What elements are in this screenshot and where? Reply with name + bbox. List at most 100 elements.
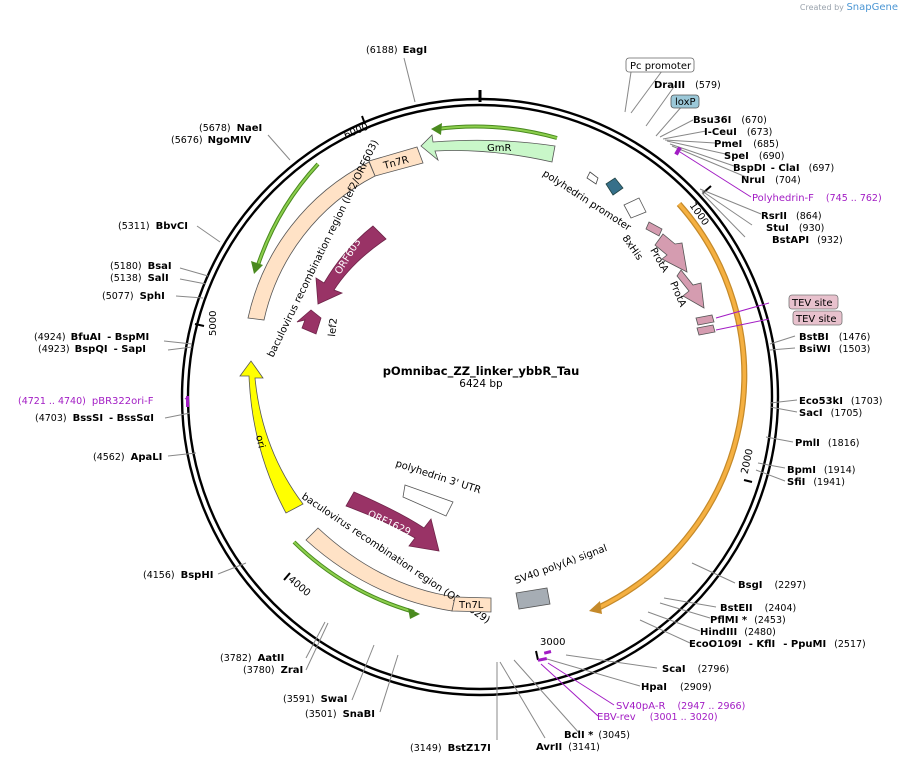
site-bsiwi: BsiWI: [799, 344, 831, 355]
gmr-label: GmR: [487, 143, 511, 154]
site-bstapi: BstAPI: [772, 235, 809, 246]
svg-text:PmeI(685): PmeI(685): [714, 139, 779, 150]
svg-text:BstEII(2404): BstEII (2404): [720, 603, 796, 614]
svg-text:RsrII(864): RsrII(864): [761, 211, 822, 222]
svg-text:(5676)NgoMIV: (5676)NgoMIV: [171, 135, 252, 146]
lef2-feature: [296, 309, 322, 335]
site-sphi: SphI: [140, 291, 165, 302]
gmr-feature: [420, 134, 556, 163]
green-arc-top-arrowhead: [431, 123, 442, 135]
ori-label: ori: [253, 434, 267, 449]
site-pmei-pos: (685): [753, 139, 779, 150]
site-sfii-pos: (1941): [813, 477, 845, 488]
site-hindiii: HindIII: [700, 627, 737, 638]
site-bsu36i: Bsu36I: [693, 115, 731, 126]
svg-text:Eco53kI(1703): Eco53kI (1703): [799, 396, 883, 407]
primer-polyhedrin-range: (745 .. 762): [826, 193, 882, 204]
svg-text:(3591)SwaI: (3591)SwaI: [283, 694, 348, 705]
site-sphi-pos: (5077): [102, 291, 134, 302]
site-hpai-pos: (2909): [680, 682, 712, 693]
svg-text:Bsu36I(670): Bsu36I (670): [693, 115, 767, 126]
tick-2000: 2000: [740, 448, 756, 475]
svg-text:HindIII(2480): HindIII(2480): [700, 627, 776, 638]
site-nrui: NruI: [741, 175, 765, 186]
site-bspmi: - BspMI: [107, 332, 149, 343]
green-arc-bottom-fill: [293, 541, 415, 613]
site-bsssi: BssSI: [73, 413, 103, 424]
site-rsrii: RsrII: [761, 211, 787, 222]
svg-text:BstAPI(932): BstAPI(932): [772, 235, 843, 246]
tev-site-feature-2: [696, 324, 716, 336]
site-ppumi-pos: (2517): [834, 639, 866, 650]
site-sali-pos: (5138): [110, 273, 142, 284]
recomb-left-feature: [247, 161, 376, 321]
site-pflmi-pos: (2453): [754, 615, 786, 626]
primer-sv40pa: SV40pA-R: [616, 701, 665, 712]
site-snabi-pos: (3501): [305, 709, 337, 720]
svg-text:StuI(930): StuI (930): [766, 223, 824, 234]
svg-text:(3780)ZraI: (3780) ZraI: [243, 665, 303, 676]
ebv-primer-mark: [543, 650, 552, 655]
svg-text:(4156)BspHI: (4156)BspHI: [143, 570, 213, 581]
primer-sv40pa-range: (2947 .. 2966): [677, 701, 745, 712]
svg-text:(6188)EagI: (6188)EagI: [366, 45, 427, 56]
polyhedrin-promoter-small-1: [586, 171, 599, 185]
svg-text:(3782)AatII: (3782)AatII: [220, 653, 284, 664]
site-bsteii: BstEII: [720, 603, 753, 614]
sv40pa-primer-mark: [537, 657, 548, 662]
site-bspdi-pos: (697): [809, 163, 835, 174]
site-stui-pos: (930): [799, 223, 825, 234]
site-ppumi: - PpuMI: [783, 639, 826, 650]
site-bcli: BclI *: [564, 730, 594, 741]
site-bsphi-pos: (4156): [143, 570, 175, 581]
snapgene-logo: SnapGene: [846, 2, 898, 13]
site-bfuai: BfuAI: [71, 332, 102, 343]
site-bsssi-pos: (4703): [35, 413, 67, 424]
site-bspqi-pos: (4923): [38, 344, 70, 355]
site-iceui-pos: (673): [747, 127, 773, 138]
site-pmli: PmlI: [795, 438, 820, 449]
site-clai: - ClaI: [771, 163, 800, 174]
site-sfii: SfiI: [787, 477, 805, 488]
svg-text:(4721 .. 4740)pBR322ori-F: (4721 .. 4740)pBR322ori-F: [18, 396, 154, 407]
site-labels-top: (6188)EagI (5678)NaeI (5676)NgoMIV (5311…: [18, 45, 883, 754]
site-aatii: AatII: [258, 653, 285, 664]
site-bbvci-pos: (5311): [118, 221, 150, 232]
orf1629-feature: [345, 491, 440, 552]
site-bsgi-pos: (2297): [774, 580, 806, 591]
svg-text:Polyhedrin-F(745 .. 762): Polyhedrin-F (745 .. 762): [752, 193, 882, 204]
primer-pbr322-range: (4721 .. 4740): [18, 396, 86, 407]
svg-text:BstBI(1476): BstBI(1476): [799, 332, 870, 343]
tev-site-label-2: TEV site: [795, 314, 837, 325]
site-bspdi: BspDI: [733, 163, 766, 174]
primer-polyhedrin: Polyhedrin-F: [752, 193, 814, 204]
site-bsteii-pos: (2404): [765, 603, 797, 614]
primer-lines: [184, 151, 770, 717]
primer-ebv-range: (3001 .. 3020): [650, 712, 718, 723]
site-swai: SwaI: [321, 694, 348, 705]
site-bspqi: BspQI: [75, 344, 108, 355]
site-avrii-pos: (3141): [568, 742, 600, 753]
site-bcli-pos: (3045): [598, 730, 630, 741]
site-eco53ki-pos: (1703): [851, 396, 883, 407]
orf603-feature: [315, 225, 387, 305]
svg-text:(4562)ApaLI: (4562)ApaLI: [93, 452, 162, 463]
svg-text:PflMI *(2453): PflMI *(2453): [710, 615, 786, 626]
site-spei-pos: (690): [759, 151, 785, 162]
site-spei: SpeI: [724, 151, 749, 162]
8xhis-feature: [645, 221, 663, 237]
site-saci: SacI: [799, 408, 823, 419]
site-bsu36i-pos: (670): [741, 115, 767, 126]
site-stui: StuI: [766, 223, 789, 234]
svg-text:(4703)BssSI- BssSαI: (4703)BssSI- BssSαI: [35, 413, 154, 424]
svg-text:(5311)BbvCI: (5311)BbvCI: [118, 221, 188, 232]
prota-feature-1: [654, 233, 688, 273]
site-eco53ki: Eco53kI: [799, 396, 843, 407]
site-draiii: DraIII: [654, 80, 685, 91]
site-zrai-pos: (3780): [243, 665, 275, 676]
site-zrai: ZraI: [281, 665, 304, 676]
site-eagi: EagI: [403, 45, 427, 56]
svg-text:BclI *(3045): BclI * (3045): [564, 730, 630, 741]
pc-promoter-box: [625, 57, 695, 73]
site-draiii-pos: (579): [695, 80, 721, 91]
